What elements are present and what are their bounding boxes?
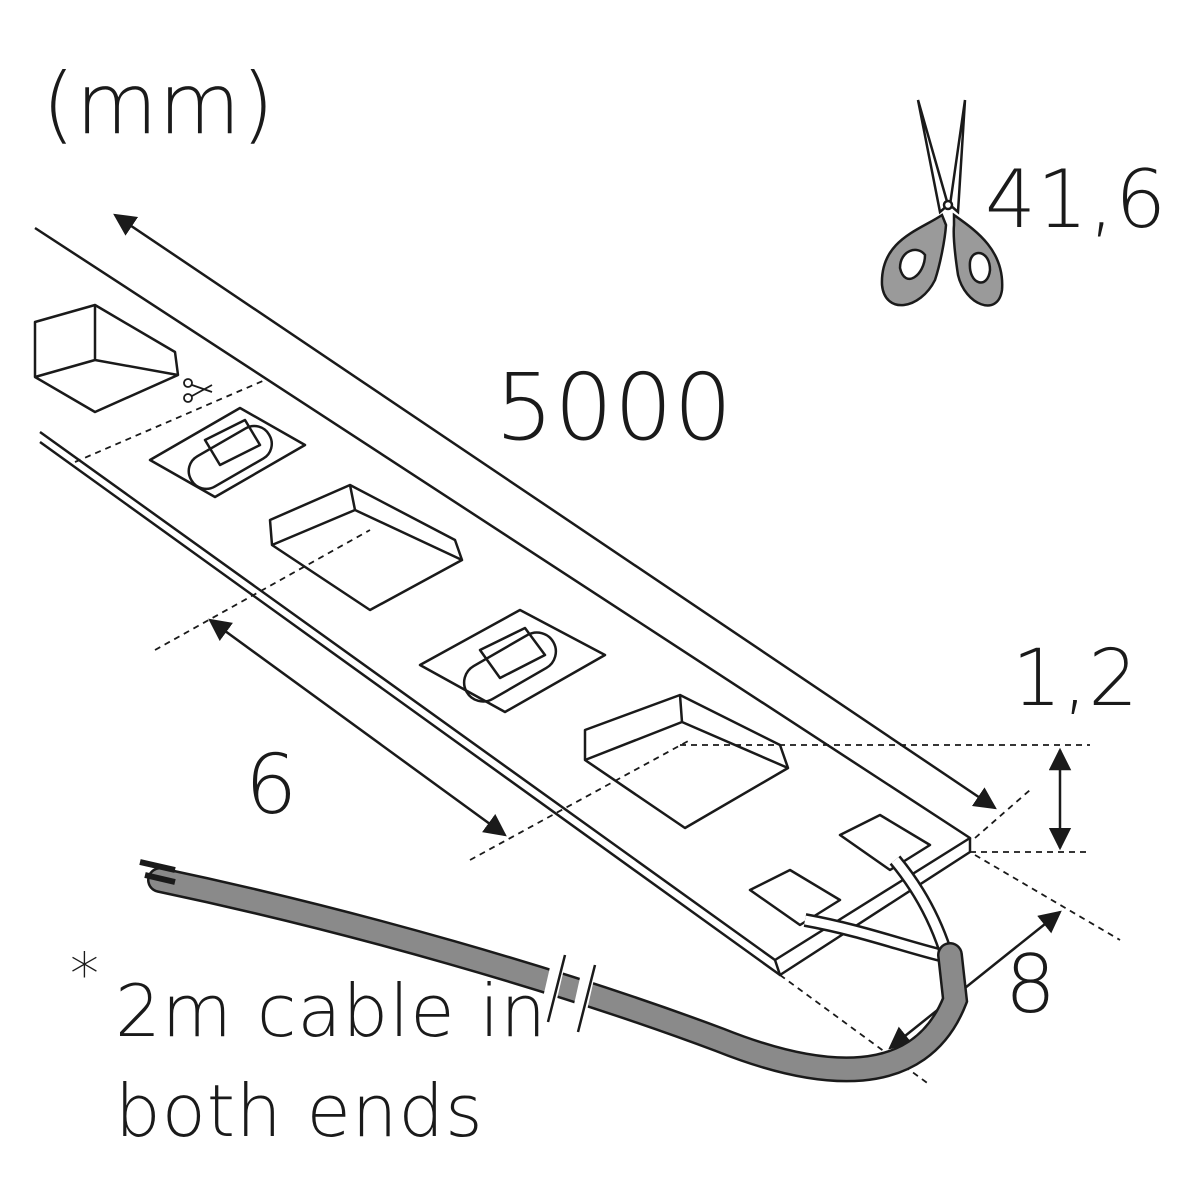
small-scissors-cut-mark-icon [183,378,213,403]
scissors-icon [880,99,1004,307]
footnote-marker: * [70,940,100,1008]
height-label: 1,2 [1012,634,1140,724]
cable-note-line-2: both ends [115,1069,484,1153]
cable-note-line-1: 2m cable in [115,969,548,1053]
length-dimension-arrow [113,213,997,810]
pitch-label: 6 [245,738,299,833]
solder-pad [748,868,842,927]
cable [139,859,969,1083]
width-label: 8 [1005,938,1057,1031]
length-label: 5000 [495,354,734,461]
pitch-dimension-arrow [208,618,507,837]
solder-pad [838,813,932,872]
cut-interval-label: 41,6 [985,153,1168,246]
units-label: (mm) [42,55,276,153]
led-strip [34,226,972,977]
width-dimension-arrow [888,910,1062,1050]
